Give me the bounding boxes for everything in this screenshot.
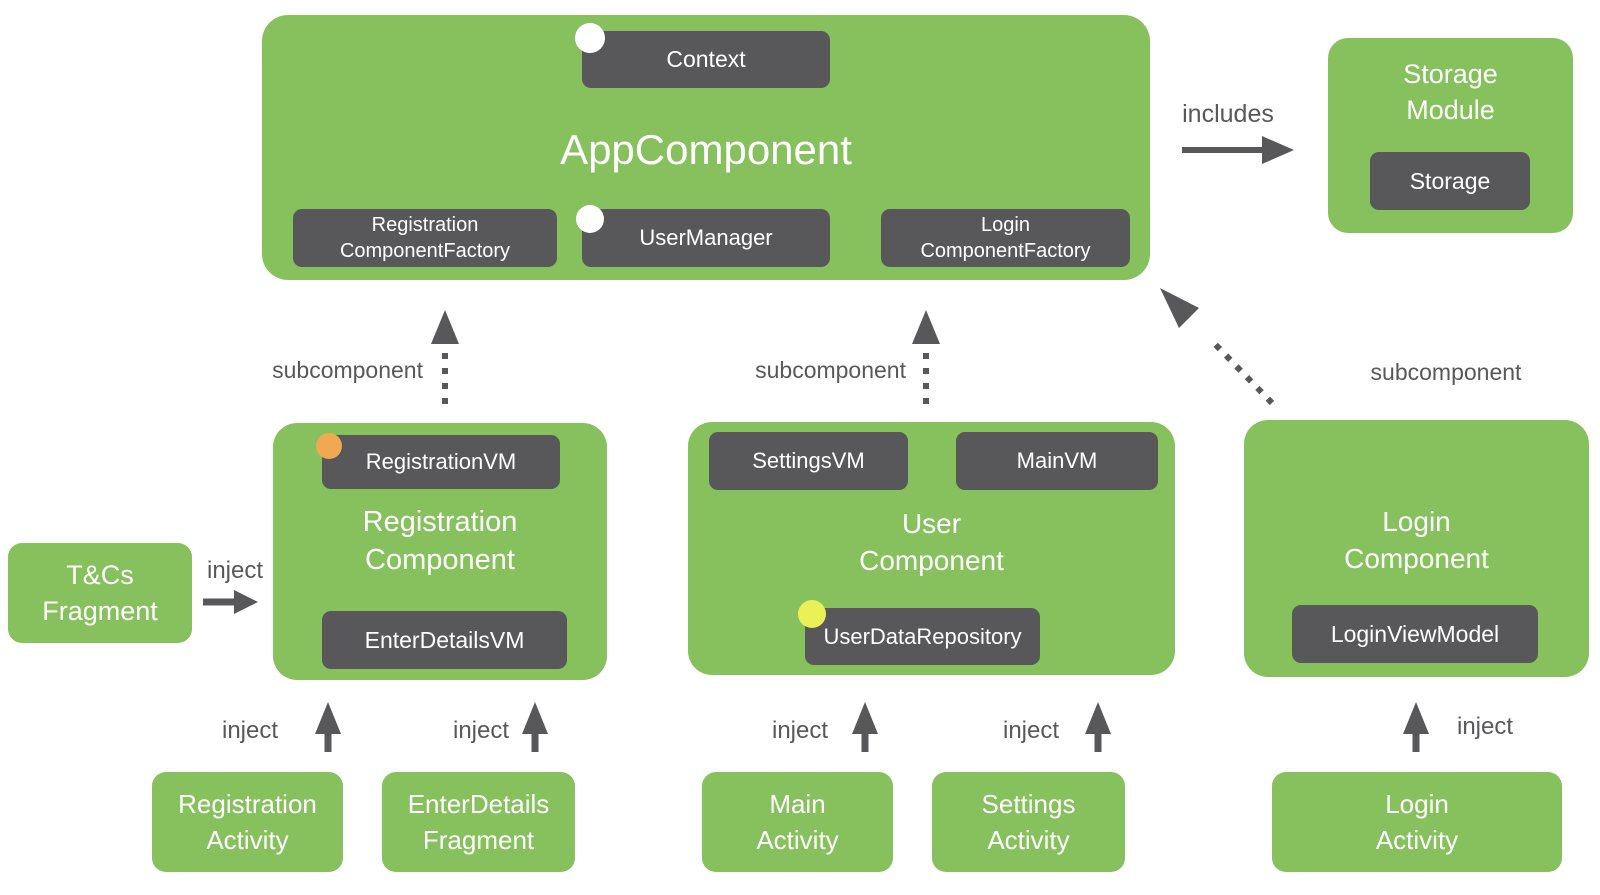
- login-view-model-box: LoginViewModel: [1292, 605, 1538, 663]
- subcomponent-label-login: subcomponent: [1370, 359, 1522, 385]
- settings-vm-label: SettingsVM: [752, 448, 865, 473]
- inject-label-main: inject: [771, 717, 829, 744]
- login-component-factory-label: Login ComponentFactory: [920, 214, 1091, 262]
- registration-vm-label: RegistrationVM: [365, 449, 517, 474]
- main-vm-box: MainVM: [956, 432, 1158, 490]
- registration-component-box: RegistrationVM Registration Component En…: [273, 423, 607, 680]
- storage-label: Storage: [1409, 167, 1491, 194]
- login-component-factory-box: Login ComponentFactory: [881, 209, 1130, 267]
- inject-label-registration: inject: [221, 717, 279, 744]
- subcomponent-label-user: subcomponent: [755, 357, 906, 383]
- user-component-title: User Component: [859, 508, 1004, 576]
- app-component-title: AppComponent: [560, 126, 852, 173]
- user-manager-scope-dot-icon: [576, 205, 604, 233]
- settings-vm-box: SettingsVM: [709, 432, 908, 490]
- inject-label-login: inject: [1456, 713, 1514, 740]
- inject-label-settings: inject: [1002, 717, 1060, 744]
- main-vm-label: MainVM: [1016, 448, 1098, 473]
- login-view-model-label: LoginViewModel: [1330, 620, 1500, 647]
- user-data-repository-label: UserDataRepository: [823, 623, 1022, 649]
- storage-box: Storage: [1370, 152, 1530, 210]
- user-manager-label: UserManager: [639, 225, 773, 250]
- enter-details-vm-box: EnterDetailsVM: [322, 611, 567, 669]
- inject-arrow-enterdetails-fragment: [522, 702, 548, 752]
- subcomponent-arrow-registration: [431, 310, 459, 404]
- includes-label: includes: [1182, 100, 1274, 128]
- user-data-repository-box: UserDataRepository: [805, 608, 1040, 665]
- inject-label-enterdetails: inject: [452, 717, 510, 744]
- user-manager-box: UserManager: [582, 209, 830, 267]
- includes-arrow: [1182, 136, 1294, 164]
- registration-vm-box: RegistrationVM: [322, 435, 560, 489]
- login-component-title: Login Component: [1344, 506, 1489, 574]
- storage-module-title: Storage Module: [1403, 59, 1498, 125]
- registration-component-factory-box: Registration ComponentFactory: [293, 209, 557, 267]
- inject-label-tcs: inject: [206, 557, 264, 584]
- tcs-fragment-label: T&Cs Fragment: [42, 560, 158, 626]
- context-box: Context: [582, 31, 830, 88]
- inject-arrow-settings-activity: [1085, 702, 1111, 752]
- main-activity-label: Main Activity: [756, 789, 839, 855]
- subcomponent-arrow-user: [912, 310, 940, 404]
- login-component-box: Login Component LoginViewModel: [1244, 420, 1589, 677]
- inject-arrow-registration-activity: [315, 702, 341, 752]
- main-activity-box: Main Activity: [702, 772, 893, 872]
- login-activity-label: Login Activity: [1375, 789, 1459, 855]
- login-activity-box: Login Activity: [1272, 772, 1562, 872]
- registration-activity-box: Registration Activity: [152, 772, 343, 872]
- registration-activity-label: Registration Activity: [178, 789, 317, 855]
- subcomponent-arrow-login: [1160, 288, 1275, 406]
- registration-component-factory-label: Registration ComponentFactory: [339, 214, 511, 262]
- inject-arrow-tcs: [203, 590, 258, 614]
- registration-component-title: Registration Component: [362, 506, 518, 576]
- registration-scope-dot-icon: [316, 433, 342, 459]
- enterdetails-fragment-label: EnterDetails Fragment: [407, 789, 550, 855]
- subcomponent-label-registration: subcomponent: [272, 357, 423, 383]
- settings-activity-label: Settings Activity: [981, 789, 1076, 855]
- inject-arrow-login-activity: [1403, 702, 1429, 752]
- tcs-fragment-box: T&Cs Fragment: [8, 543, 192, 643]
- context-label: Context: [666, 46, 746, 72]
- app-component-box: Context AppComponent Registration Compon…: [262, 15, 1150, 280]
- context-scope-dot-icon: [575, 23, 605, 53]
- user-component-box: SettingsVM MainVM User Component UserDat…: [688, 422, 1175, 675]
- enter-details-vm-label: EnterDetailsVM: [364, 626, 525, 653]
- enterdetails-fragment-box: EnterDetails Fragment: [382, 772, 575, 872]
- inject-arrow-main-activity: [852, 702, 878, 752]
- storage-module-box: Storage Module Storage: [1328, 38, 1573, 233]
- user-scope-dot-icon: [798, 600, 826, 628]
- settings-activity-box: Settings Activity: [932, 772, 1125, 872]
